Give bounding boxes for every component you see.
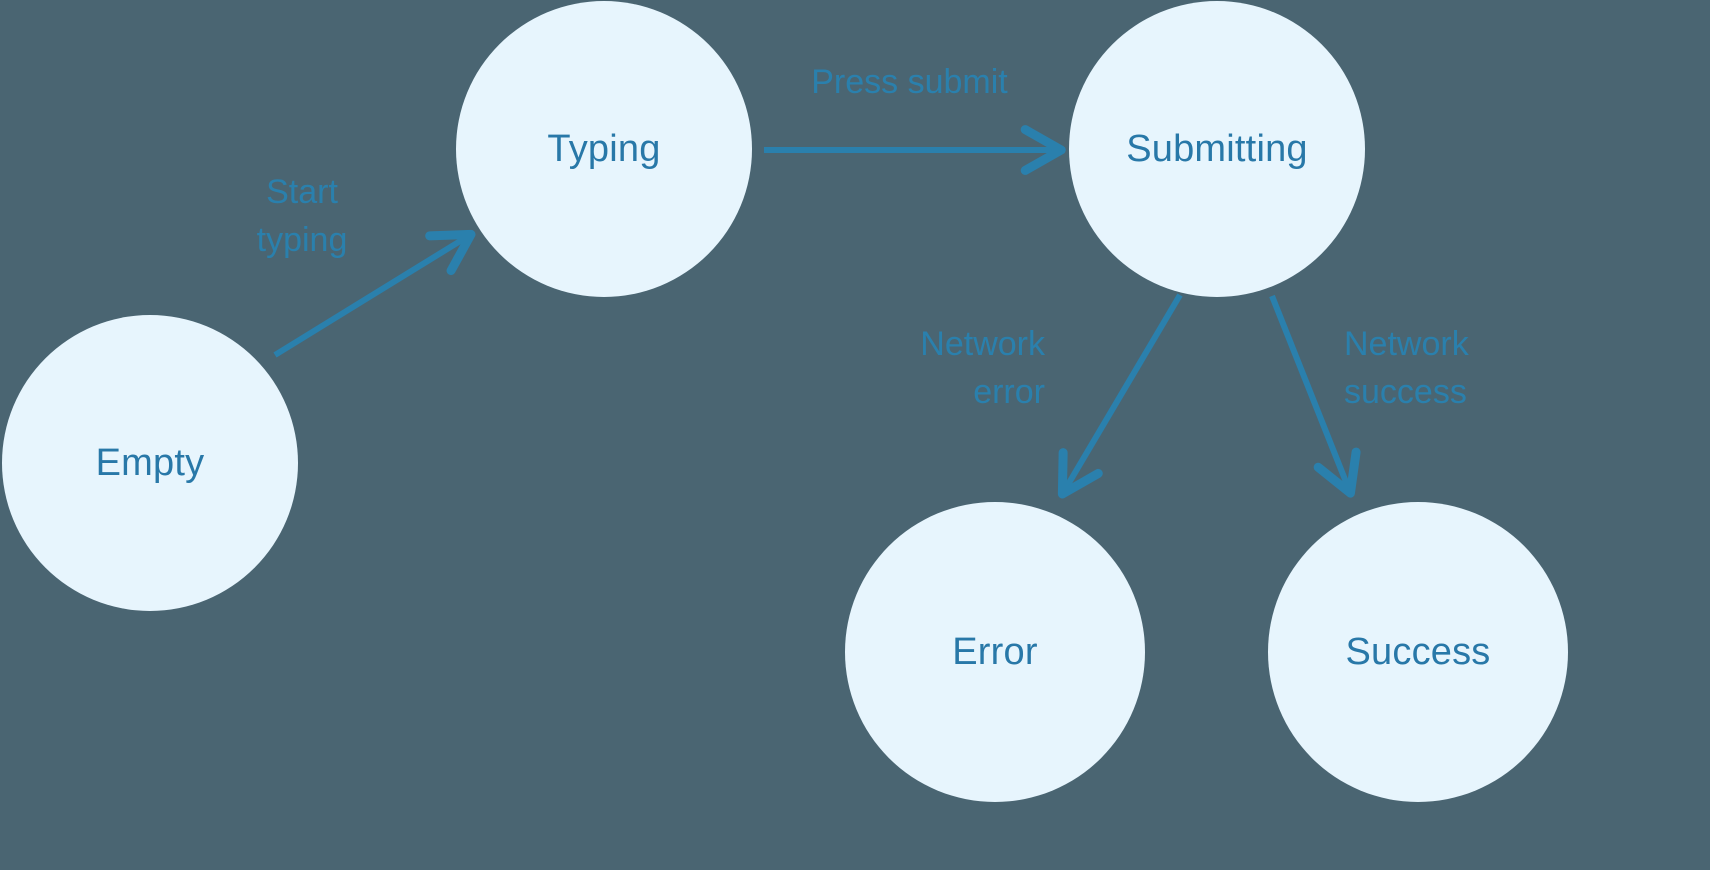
edge-submitting-to-success xyxy=(1269,294,1361,498)
state-node-typing[interactable]: Typing xyxy=(456,1,752,297)
state-node-empty[interactable]: Empty xyxy=(2,315,298,611)
state-node-empty-label: Empty xyxy=(95,441,205,484)
state-node-submitting-label: Submitting xyxy=(1126,127,1308,170)
edge-label-network-success: Network success xyxy=(1344,325,1469,412)
state-node-success[interactable]: Success xyxy=(1268,502,1568,802)
state-node-success-label: Success xyxy=(1345,630,1491,673)
state-node-typing-label: Typing xyxy=(547,127,661,170)
edge-submitting-to-error xyxy=(1057,293,1183,499)
edge-label-network-error: Network error xyxy=(920,325,1045,412)
state-node-submitting[interactable]: Submitting xyxy=(1069,1,1365,297)
edge-label-start-typing: Start typing xyxy=(256,173,348,260)
edge-label-press-submit: Press submit xyxy=(811,63,1008,101)
edge-empty-to-typing xyxy=(273,229,476,358)
state-node-error-label: Error xyxy=(952,630,1038,673)
state-node-error[interactable]: Error xyxy=(845,502,1145,802)
